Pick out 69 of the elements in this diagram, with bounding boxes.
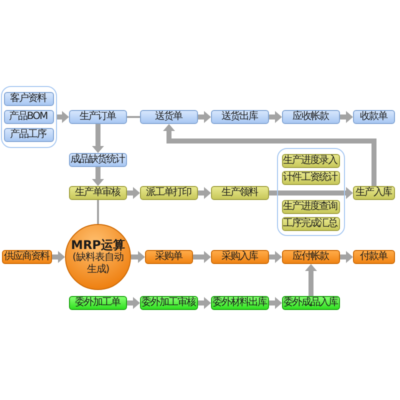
arrow — [57, 111, 69, 123]
process-box — [69, 296, 127, 310]
arrow — [340, 111, 353, 123]
arrow — [269, 187, 353, 199]
process-box — [353, 250, 395, 264]
arrow — [269, 297, 282, 309]
process-box — [140, 186, 198, 200]
step-label: 委外成品入库 — [284, 297, 338, 309]
arrow — [163, 124, 376, 186]
arrow — [340, 251, 353, 263]
step-label: 生产单审核 — [75, 187, 121, 199]
step-label: 付款单 — [360, 251, 388, 263]
step-label: 生产进度录入 — [283, 154, 338, 166]
process-box — [145, 250, 193, 264]
process-box — [4, 110, 54, 124]
process-box — [211, 186, 269, 200]
step-label: 生产进度查询 — [283, 200, 338, 212]
arrow — [193, 251, 211, 263]
process-box — [353, 110, 395, 124]
circle-title: MRP运算 — [71, 238, 125, 252]
step-label: 计件工资统计 — [283, 172, 338, 184]
arrow — [92, 124, 104, 153]
step-label: 派工单打印 — [146, 187, 192, 199]
process-box — [211, 250, 269, 264]
step-label: 生产入库 — [356, 187, 392, 199]
arrow — [198, 111, 211, 123]
step-label: 供应商资料 — [4, 251, 50, 263]
step-label: 委外加工审核 — [142, 297, 196, 309]
step-label: 生产领料 — [222, 187, 258, 199]
step-label: 采购入库 — [222, 251, 258, 263]
process-box — [211, 110, 269, 124]
step-label: 生产订单 — [80, 111, 116, 123]
step-label: 委外材料出库 — [212, 297, 268, 309]
group-frame — [1, 86, 57, 148]
arrow — [131, 251, 145, 263]
step-label: 客户资料 — [10, 92, 47, 104]
connector-line — [97, 200, 99, 224]
arrow — [198, 297, 211, 309]
process-box — [69, 186, 127, 200]
process-box — [69, 110, 127, 124]
connector-line — [127, 116, 140, 118]
process-box — [282, 110, 340, 124]
arrow — [198, 187, 211, 199]
step-label: 收款单 — [360, 111, 388, 123]
step-label: 采购单 — [155, 251, 183, 263]
process-box — [4, 128, 54, 142]
arrow — [269, 111, 282, 123]
arrow — [269, 251, 282, 263]
step-label: 成品缺货统计 — [70, 154, 126, 166]
step-label: 工序完成汇总 — [283, 218, 338, 230]
step-label: 送货单 — [155, 111, 183, 123]
process-circle — [65, 224, 131, 290]
arrow — [52, 251, 65, 263]
step-label: 产品工序 — [10, 128, 47, 140]
circle-subtitle: (缺料表自动生成) — [72, 252, 124, 276]
process-box — [4, 92, 54, 106]
process-box — [353, 186, 395, 200]
arrow — [305, 264, 317, 296]
step-label: 委外加工单 — [75, 297, 121, 309]
step-label: 应收帐款 — [292, 111, 330, 123]
group-frame — [277, 148, 345, 236]
step-label: 产品BOM — [8, 110, 48, 122]
step-label: 应付帐款 — [292, 251, 330, 263]
process-box — [140, 110, 198, 124]
arrow — [127, 297, 140, 309]
process-box — [282, 250, 340, 264]
arrow — [92, 167, 104, 186]
arrow — [127, 187, 140, 199]
step-label: 送货出库 — [222, 111, 258, 123]
